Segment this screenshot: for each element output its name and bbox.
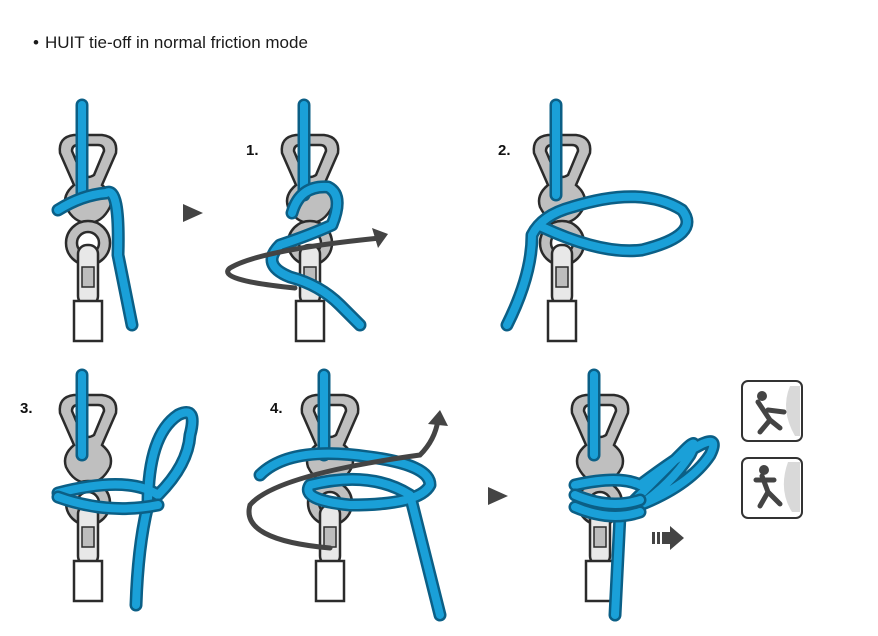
step-4-number: 4.: [270, 400, 283, 417]
panel-start: [51, 98, 139, 343]
panel-step-2: [500, 98, 694, 343]
panel-step-4: [253, 368, 447, 622]
direction-arrow-icon: [652, 526, 684, 550]
wrap-arrow-4-head: [428, 410, 448, 426]
climbing-icon: [741, 457, 803, 519]
step-2-number: 2.: [498, 142, 511, 159]
wrap-arrow-1: [225, 235, 383, 291]
next-arrow-1: [183, 204, 203, 222]
step-1-number: 1.: [246, 142, 259, 159]
panel-step-3: [51, 368, 199, 612]
step-3-number: 3.: [20, 400, 33, 417]
title-text: HUIT tie-off in normal friction mode: [44, 33, 308, 52]
page-title: • HUIT tie-off in normal friction mode: [33, 33, 308, 53]
wrap-arrow-1-head: [372, 228, 388, 248]
title-bullet: •: [33, 33, 39, 52]
wrap-arrow-4: [246, 417, 441, 551]
rappel-icon: [741, 380, 803, 442]
next-arrow-2: [488, 487, 508, 505]
panel-final: [568, 368, 720, 622]
panel-step-1: [265, 98, 367, 343]
